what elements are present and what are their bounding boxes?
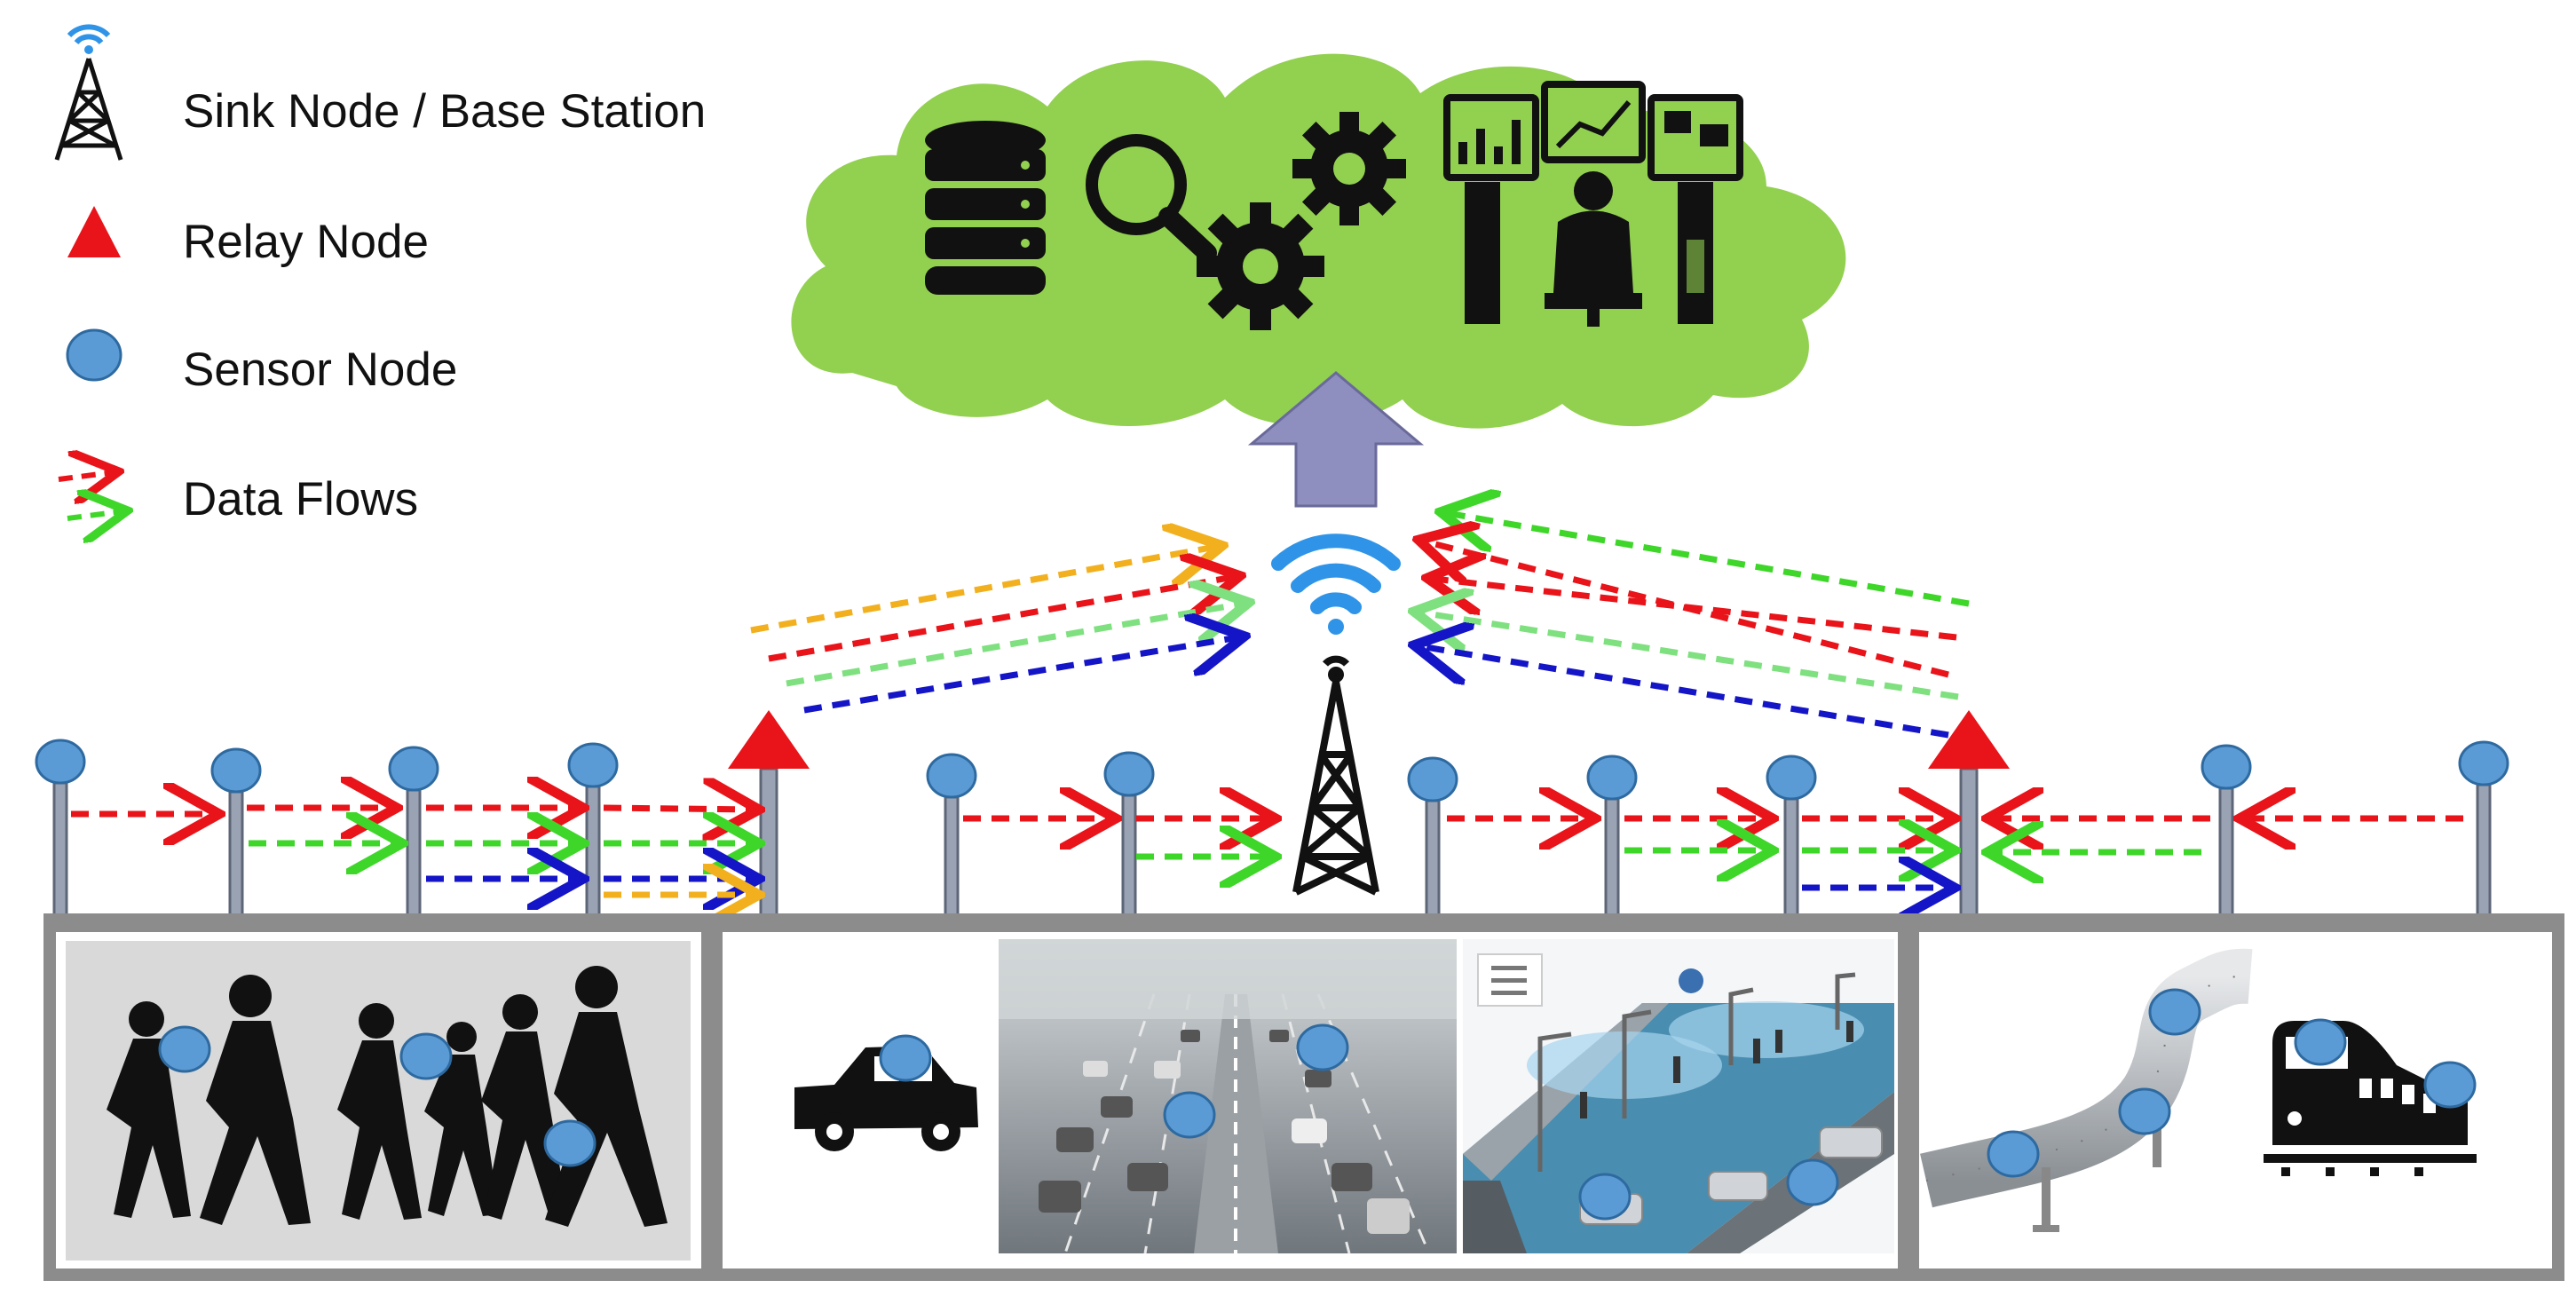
sensor-node xyxy=(567,742,619,921)
data-flow-blue xyxy=(1420,646,1949,739)
sensor-node xyxy=(1987,1130,2040,1178)
sensor-node xyxy=(2118,1087,2171,1135)
sensor-node xyxy=(2201,744,2252,921)
data-flow-blue xyxy=(803,637,1238,714)
sensor-node xyxy=(1586,755,1638,921)
data-flow-red xyxy=(603,808,753,810)
highway-photo xyxy=(999,939,1457,1254)
sensor-node xyxy=(2423,1061,2477,1109)
legend xyxy=(54,24,123,518)
data-flow-red xyxy=(1425,541,1949,678)
sensor-node xyxy=(1103,751,1155,921)
sensor-node xyxy=(1407,756,1458,921)
data-flows xyxy=(71,513,2463,895)
legend-sensor-icon xyxy=(66,328,122,382)
gears-icon xyxy=(1197,112,1406,330)
poles-layer xyxy=(35,710,2509,921)
sensor-node xyxy=(2458,740,2509,921)
tower-icon xyxy=(1292,655,1379,896)
legend-sink-label: Sink Node / Base Station xyxy=(183,85,706,138)
data-flow-yellow xyxy=(750,547,1216,634)
cloud-data-center xyxy=(791,53,1846,429)
sensor-node xyxy=(388,746,439,921)
sensor-node xyxy=(2294,1018,2347,1066)
sensor-node xyxy=(879,1034,932,1082)
sink-node-base-station xyxy=(1271,533,1401,896)
monitoring-operator-icon xyxy=(1443,81,1743,327)
ground-frame xyxy=(43,913,2564,1281)
sensor-node xyxy=(1786,1158,1839,1206)
sensor-node xyxy=(1578,1173,1632,1221)
sensor-node xyxy=(210,747,262,921)
legend-relay-icon xyxy=(67,206,121,257)
legend-sink-icon xyxy=(54,24,123,161)
traffic-panel xyxy=(726,939,1894,1261)
sensor-node xyxy=(1296,1023,1349,1071)
legend-flows-icon xyxy=(58,472,122,518)
sensor-node xyxy=(399,1032,453,1080)
relay-node xyxy=(1928,710,2010,921)
sensor-node xyxy=(1163,1091,1216,1139)
pipeline-icon xyxy=(1920,948,2253,1232)
sensor-node xyxy=(543,1119,597,1167)
legend-flows-label: Data Flows xyxy=(183,473,418,526)
walking-people-icon xyxy=(107,966,668,1227)
database-icon xyxy=(925,121,1046,295)
upload-arrow xyxy=(1247,371,1425,508)
sensor-node xyxy=(158,1025,211,1073)
legend-relay-label: Relay Node xyxy=(183,216,429,268)
legend-sensor-label: Sensor Node xyxy=(183,344,457,396)
sensor-node xyxy=(926,753,977,921)
sensor-node xyxy=(35,739,86,921)
scene-sensors xyxy=(158,988,2477,1221)
data-flow-red xyxy=(768,577,1234,662)
data-flow-green xyxy=(1447,513,1970,607)
wifi-icon xyxy=(1271,533,1401,635)
search-icon xyxy=(1086,134,1217,263)
data-flow-lgreen xyxy=(1420,612,1959,700)
pedestrians-panel xyxy=(66,941,691,1261)
sensor-node xyxy=(1766,755,1817,921)
data-flow-lgreen xyxy=(786,604,1243,687)
sensor-node xyxy=(2148,988,2201,1036)
relay-node xyxy=(728,710,810,921)
smart-street-photo xyxy=(1463,939,1894,1253)
